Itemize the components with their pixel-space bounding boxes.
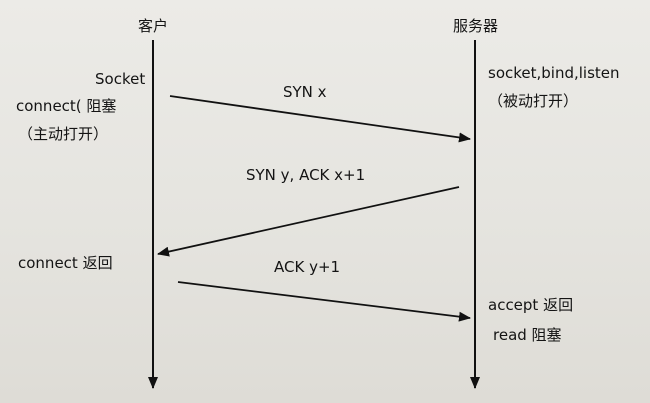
syn-arrow — [169, 95, 471, 143]
read-label: read 阻塞 — [493, 326, 562, 344]
syn-ack-label: SYN y, ACK x+1 — [246, 166, 366, 184]
ack-arrow — [177, 281, 471, 322]
syn-label: SYN x — [283, 83, 327, 101]
client-title: 客户 — [138, 17, 169, 35]
active-open-label: （主动打开） — [18, 125, 109, 143]
connect-label: connect( 阻塞 — [16, 97, 117, 115]
socket-label: Socket — [95, 70, 146, 88]
accept-label: accept 返回 — [488, 296, 574, 314]
listen-label: socket,bind,listen — [488, 64, 620, 82]
connect-return-label: connect 返回 — [18, 254, 113, 272]
passive-open-label: （被动打开） — [488, 92, 579, 110]
server-title: 服务器 — [453, 17, 499, 35]
syn-ack-arrow — [157, 186, 460, 257]
ack-label: ACK y+1 — [274, 258, 341, 276]
